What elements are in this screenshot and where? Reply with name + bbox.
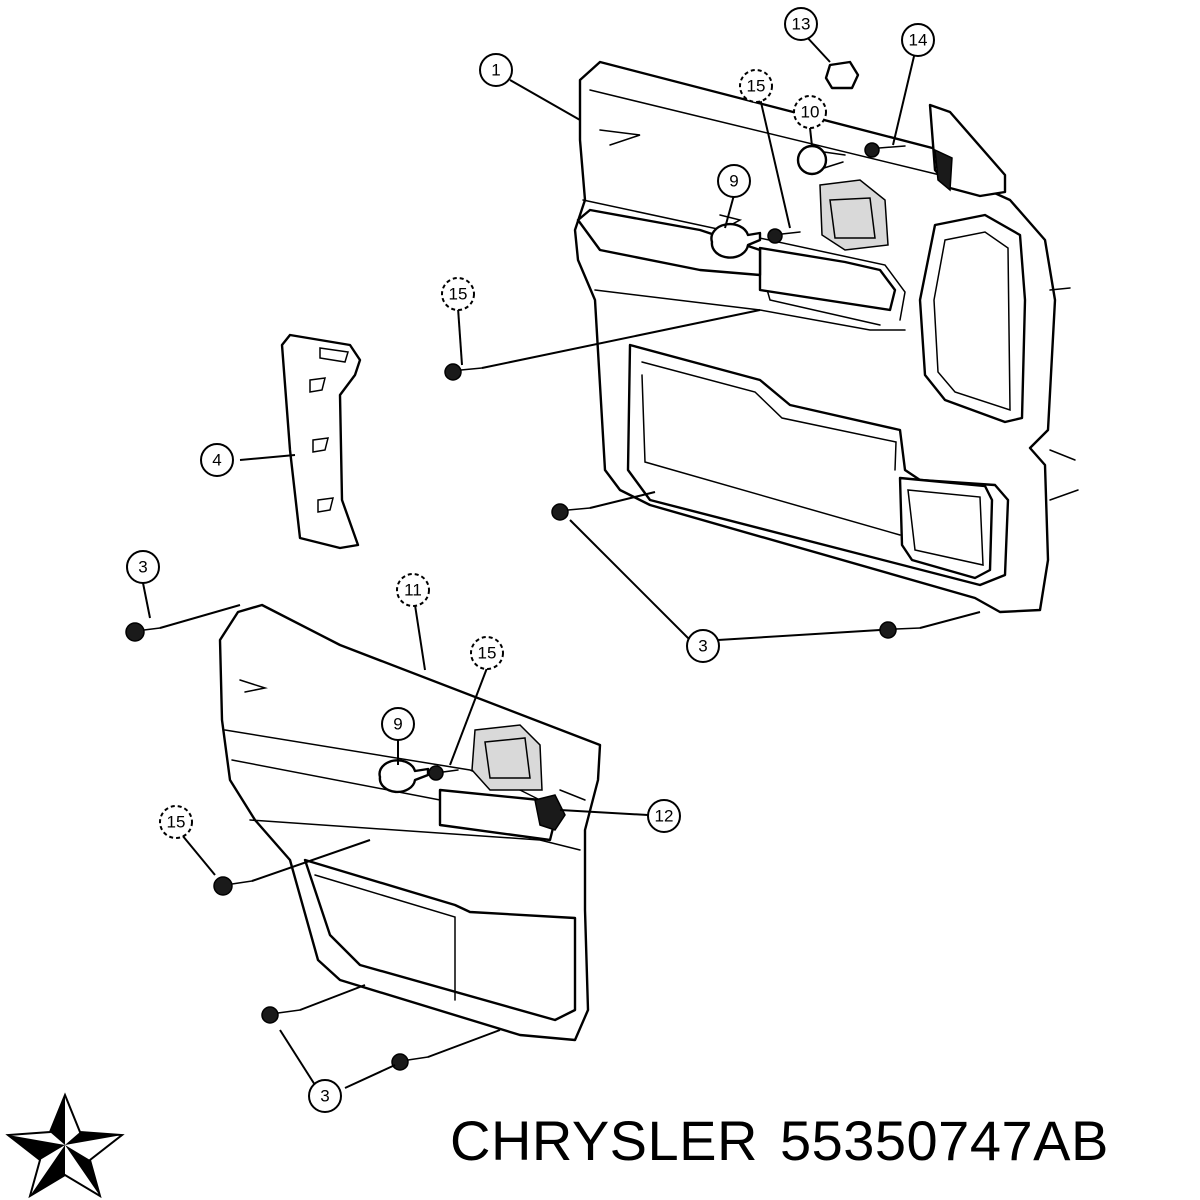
callout-label: 9: [393, 715, 402, 734]
callout-label: 4: [212, 451, 221, 470]
screw-fastener: [125, 142, 921, 1071]
callout-label: 3: [698, 637, 707, 656]
callout-label: 10: [801, 103, 820, 122]
callout-3-rear-top: 3: [126, 550, 160, 584]
callout-label: 3: [138, 558, 147, 577]
callout-12: 12: [647, 799, 681, 833]
callout-15-front-top: 15: [739, 69, 773, 103]
front-door-trim-panel: [573, 60, 1079, 614]
callout-label: 1: [491, 61, 500, 80]
callout-4: 4: [200, 443, 234, 477]
callout-label: 11: [404, 581, 422, 600]
callout-13: 13: [784, 7, 818, 41]
pillar-trim-strip: [280, 333, 362, 550]
callout-label: 13: [792, 15, 811, 34]
callout-14: 14: [901, 23, 935, 57]
leader-lines: [142, 34, 981, 1089]
pentastar-icon: [5, 1092, 125, 1199]
rear-door-trim-panel: [218, 603, 602, 1042]
callout-15-front-left: 15: [441, 277, 475, 311]
callout-label: 15: [167, 813, 186, 832]
callout-label: 15: [747, 77, 766, 96]
callout-15-rear-left: 15: [159, 805, 193, 839]
front-armrest: [576, 208, 762, 277]
part-number: 55350747AB: [779, 1109, 1109, 1172]
callout-3-front: 3: [686, 629, 720, 663]
callout-10: 10: [793, 95, 827, 129]
callout-1: 1: [479, 53, 513, 87]
callout-label: 3: [320, 1087, 329, 1106]
callout-3-rear-bottom: 3: [308, 1079, 342, 1113]
part-caption: CHRYSLER 55350747AB: [450, 1108, 1131, 1173]
rear-hole-plug: [378, 759, 430, 794]
brand-name: CHRYSLER: [450, 1109, 758, 1172]
front-hole-plug: [710, 222, 762, 259]
retainer-clip: [824, 60, 860, 90]
callout-11: 11: [396, 573, 430, 607]
callout-9-rear: 9: [381, 707, 415, 741]
callout-15-rear-top: 15: [470, 636, 504, 670]
callout-9-front: 9: [717, 164, 751, 198]
callout-label: 12: [655, 807, 674, 826]
callout-label: 15: [478, 644, 497, 663]
callout-label: 9: [729, 172, 738, 191]
callout-label: 14: [909, 31, 928, 50]
callout-label: 15: [449, 285, 468, 304]
